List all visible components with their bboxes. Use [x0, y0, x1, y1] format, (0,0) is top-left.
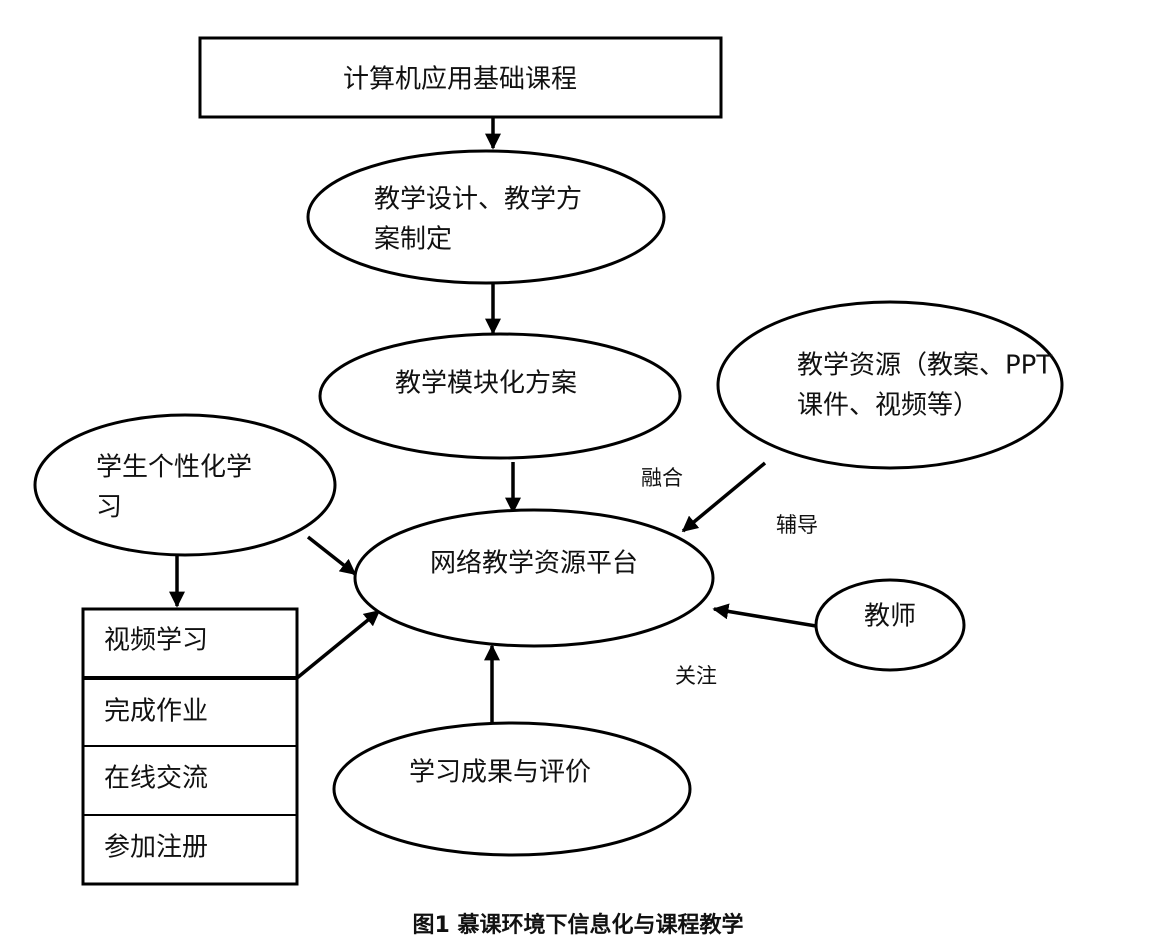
activity-registration: 参加注册 [104, 833, 208, 863]
design-label-line2: 案制定 [374, 225, 452, 255]
teacher-node: 教师 [814, 578, 966, 672]
label-tutor: 辅导 [776, 513, 818, 537]
course-label: 计算机应用基础课程 [343, 65, 577, 95]
activity-homework: 完成作业 [104, 697, 208, 727]
personal-label-line1: 学生个性化学 [96, 453, 252, 483]
activity-online-discussion: 在线交流 [104, 764, 208, 794]
resources-node: 教学资源（教案、PPT 课件、视频等） [716, 300, 1064, 470]
activity-video-learning: 视频学习 [104, 626, 208, 656]
platform-node: 网络教学资源平台 [353, 508, 715, 648]
label-attention: 关注 [675, 664, 717, 688]
personal-learning-node: 学生个性化学 习 [33, 413, 337, 557]
outcome-label: 学习成果与评价 [409, 758, 591, 788]
modular-node: 教学模块化方案 [318, 332, 682, 460]
arrow-personal-to-platform [306, 535, 357, 576]
platform-label: 网络教学资源平台 [430, 549, 638, 579]
teacher-label: 教师 [864, 602, 916, 632]
outcome-node: 学习成果与评价 [332, 721, 692, 857]
design-label-line1: 教学设计、教学方 [374, 185, 582, 215]
label-merge: 融合 [641, 466, 683, 490]
arrow-teacher-to-platform [712, 603, 817, 628]
design-node: 教学设计、教学方 案制定 [306, 149, 666, 285]
arrow-activities-to-platform [295, 609, 381, 680]
resources-label-line1: 教学资源（教案、PPT [797, 351, 1052, 381]
figure-caption: 图1 慕课环境下信息化与课程教学 [413, 912, 744, 938]
resources-label-line2: 课件、视频等） [797, 391, 979, 421]
activities-box: 视频学习 完成作业 在线交流 参加注册 [81, 607, 299, 886]
course-box: 计算机应用基础课程 [198, 36, 723, 119]
personal-label-line2: 习 [96, 493, 122, 523]
arrow-resources-to-platform [681, 461, 767, 533]
modular-label: 教学模块化方案 [395, 369, 577, 399]
